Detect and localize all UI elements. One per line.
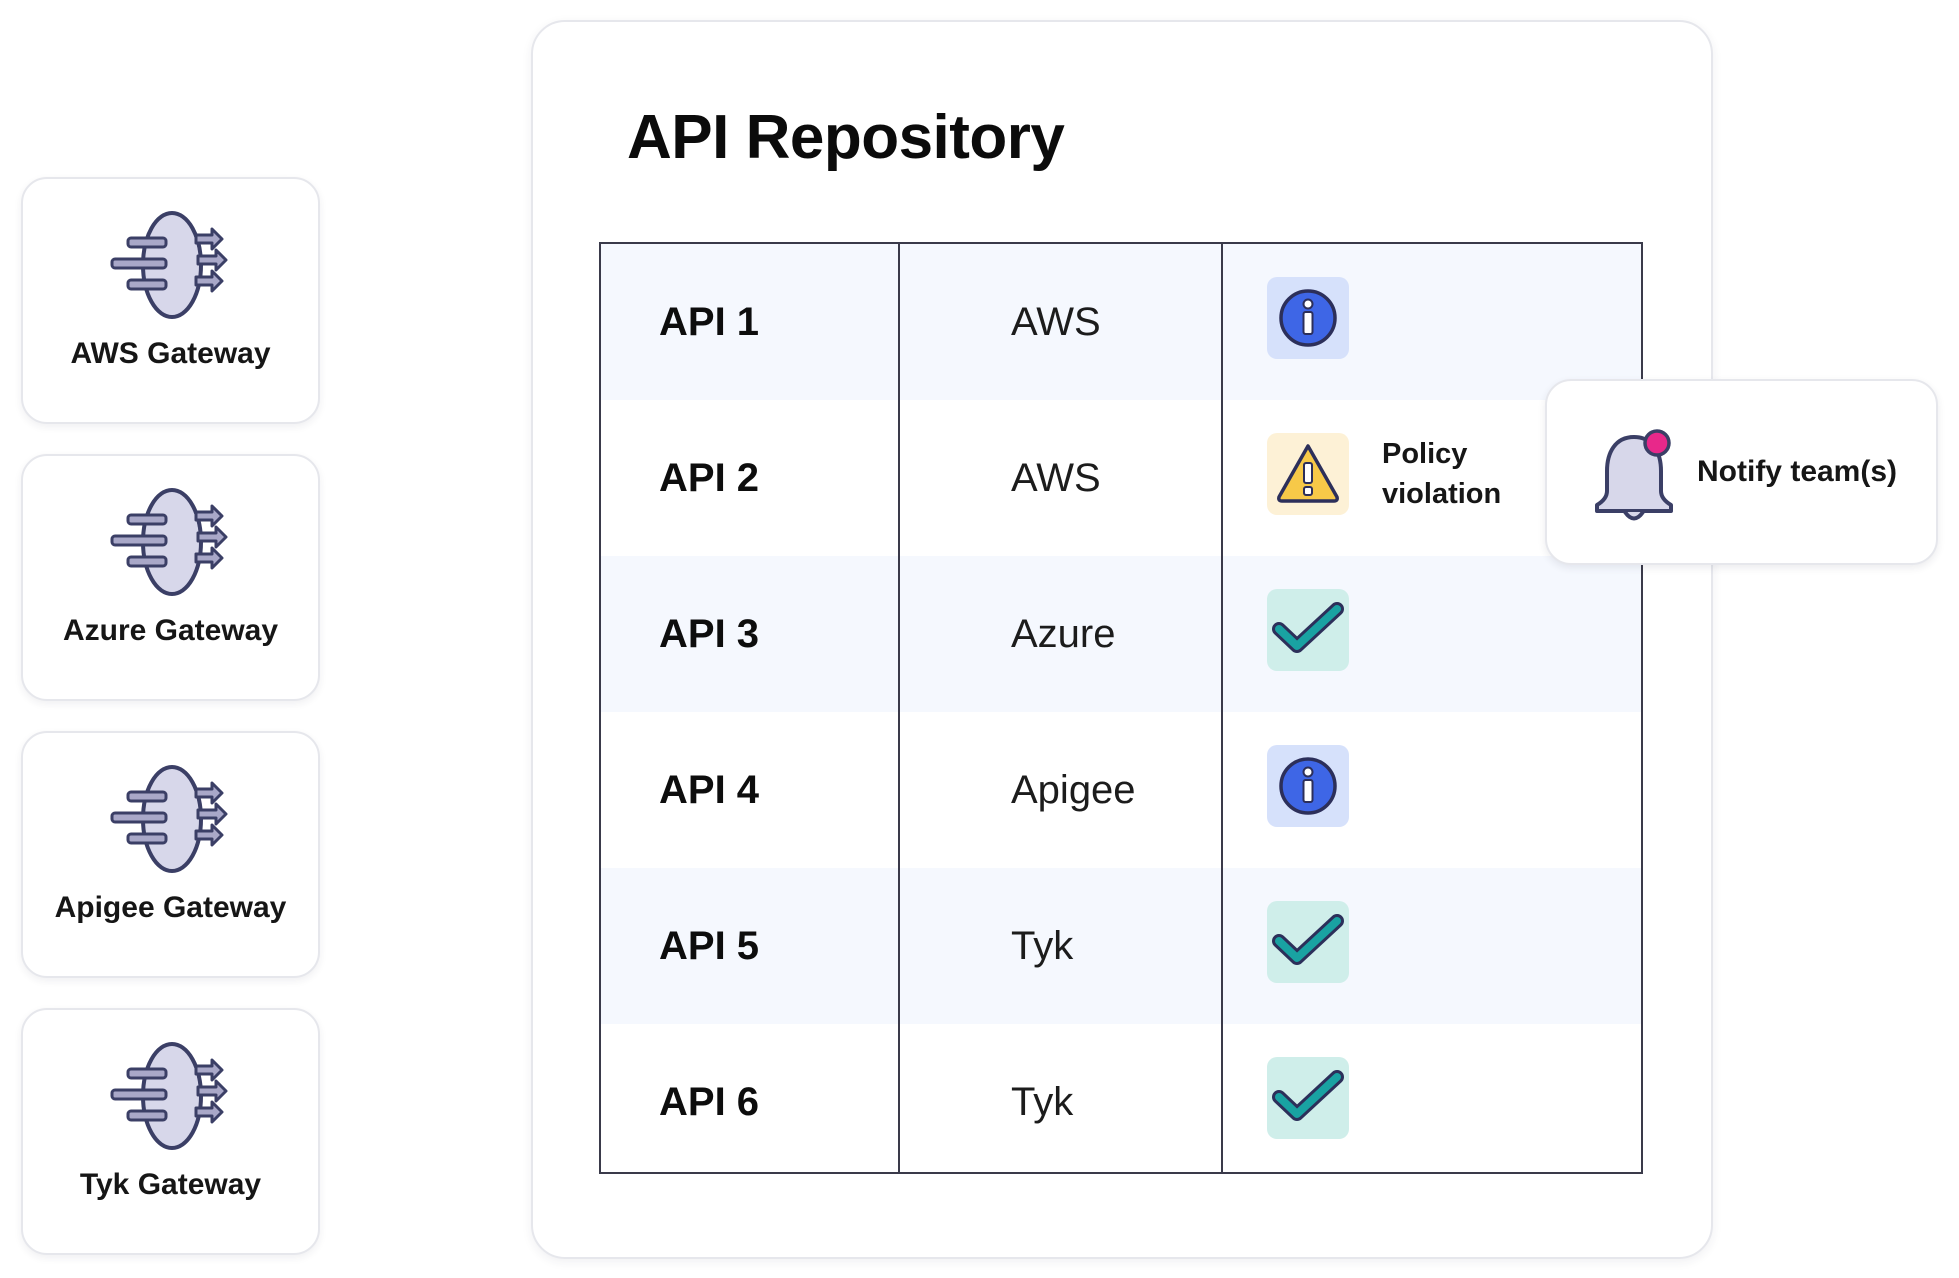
api-name: API 2 [659,456,760,500]
info-icon [1267,277,1349,359]
gateway-card-aws: AWS Gateway [21,177,320,424]
api-name: API 3 [659,612,760,656]
table-row: API 5 Tyk [601,868,1641,1024]
table-row: API 1 AWS [601,244,1641,400]
api-name: API 4 [659,768,760,812]
api-gateway: Tyk [1011,924,1074,968]
table-row: API 2 AWS Policy violation [601,400,1641,556]
api-gateway: AWS [1011,300,1101,344]
notification-badge [1643,429,1671,457]
notify-card[interactable]: Notify team(s) [1545,379,1938,565]
column-divider [1221,244,1223,1172]
api-name: API 5 [659,924,760,968]
gateway-label: AWS Gateway [70,337,271,370]
api-table: API 1 AWS API 2 AWS Policy violation API… [599,242,1643,1174]
info-icon [1267,745,1349,827]
gateway-label: Azure Gateway [62,614,279,647]
gateway-icon [110,211,228,319]
column-divider [898,244,900,1172]
gateway-icon [110,1042,228,1150]
table-row: API 6 Tyk [601,1024,1641,1180]
check-icon [1267,1057,1349,1139]
gateway-card-apigee: Apigee Gateway [21,731,320,978]
api-gateway: Apigee [1011,768,1136,812]
api-name: API 6 [659,1080,760,1124]
table-row: API 3 Azure [601,556,1641,712]
gateway-label: Apigee Gateway [54,891,287,924]
gateway-label: Tyk Gateway [79,1168,262,1201]
page-title: API Repository [627,103,1065,172]
warning-icon [1267,433,1349,515]
notify-label: Notify team(s) [1697,455,1898,488]
gateway-card-azure: Azure Gateway [21,454,320,701]
api-gateway: Tyk [1011,1080,1074,1124]
gateway-icon [110,488,228,596]
gateway-card-tyk: Tyk Gateway [21,1008,320,1255]
bell-icon [1595,429,1673,521]
api-gateway: AWS [1011,456,1101,500]
api-name: API 1 [659,300,760,344]
api-gateway: Azure [1011,612,1116,656]
check-icon [1267,901,1349,983]
gateway-icon [110,765,228,873]
status-text: Policy violation [1382,438,1502,510]
table-row: API 4 Apigee [601,712,1641,868]
check-icon [1267,589,1349,671]
